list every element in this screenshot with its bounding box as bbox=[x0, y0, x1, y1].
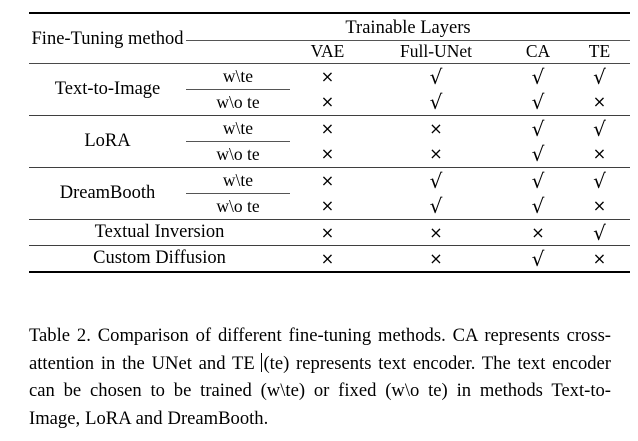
cell-vae: × bbox=[320, 222, 335, 242]
table-row: Textual Inversion × × × √ bbox=[29, 220, 630, 246]
group-separator-rule bbox=[29, 245, 630, 246]
method-label-dreambooth: DreamBooth bbox=[59, 183, 156, 204]
group-separator-rule bbox=[29, 219, 630, 220]
group-separator-rule bbox=[29, 167, 630, 168]
cell-vae: × bbox=[320, 118, 335, 138]
sub-label-with-te: w\te bbox=[186, 116, 290, 142]
cell-ca: √ bbox=[531, 168, 545, 193]
cell-vae: × bbox=[320, 92, 335, 112]
cell-te: × bbox=[592, 144, 607, 164]
cell-full-unet: √ bbox=[429, 64, 443, 89]
sub-label-with-te: w\te bbox=[186, 168, 290, 194]
table-caption: Table 2. Comparison of different fine-tu… bbox=[29, 322, 611, 432]
caption-text-part-2: (te) represents text encoder. The text e… bbox=[29, 352, 612, 429]
cell-ca: √ bbox=[531, 142, 545, 167]
header-bottom-rule bbox=[29, 63, 630, 64]
sub-label-without-te: w\o te bbox=[216, 143, 260, 164]
cell-ca: √ bbox=[531, 116, 545, 141]
sub-label-with-te: w\te bbox=[186, 64, 290, 90]
cell-full-unet: × bbox=[429, 248, 443, 268]
table-row: w\o te × √ √ × bbox=[29, 90, 630, 116]
sub-label-without-te: w\o te bbox=[216, 195, 260, 216]
table-figure: Fine-Tuning method Trainable Layers VAE … bbox=[29, 12, 630, 274]
cell-vae: × bbox=[320, 170, 335, 190]
cell-ca: × bbox=[531, 222, 545, 242]
cell-te: √ bbox=[593, 168, 606, 193]
cell-vae: × bbox=[320, 196, 335, 216]
table-row: Text-to-Image w\te × √ √ √ bbox=[29, 64, 630, 98]
sub-label-without-te: w\o te bbox=[216, 91, 260, 112]
cell-full-unet: × bbox=[429, 144, 443, 164]
header-row-columns: VAE Full-UNet CA TE bbox=[29, 40, 630, 64]
cell-ca: √ bbox=[531, 246, 545, 271]
cell-te: √ bbox=[593, 116, 606, 141]
method-label-custom-diffusion: Custom Diffusion bbox=[93, 248, 226, 269]
cell-te: √ bbox=[593, 220, 606, 245]
header-method-column: Fine-Tuning method bbox=[31, 28, 184, 49]
caption-text-part-1: Table 2. Comparison of different fine-tu… bbox=[29, 325, 611, 374]
method-label-textual-inversion: Textual Inversion bbox=[94, 222, 225, 243]
cell-ca: √ bbox=[531, 64, 545, 89]
cell-full-unet: × bbox=[429, 118, 443, 138]
cell-ca: √ bbox=[531, 194, 545, 219]
table-row: DreamBooth w\te × √ √ √ bbox=[29, 168, 630, 202]
cell-vae: × bbox=[320, 66, 335, 86]
cell-te: × bbox=[592, 248, 607, 268]
cell-ca: √ bbox=[531, 90, 545, 115]
header-row-group: Fine-Tuning method Trainable Layers bbox=[29, 14, 630, 48]
text-cursor-caret bbox=[261, 352, 263, 372]
comparison-table: Fine-Tuning method Trainable Layers VAE … bbox=[29, 12, 630, 274]
group-separator-rule bbox=[29, 115, 630, 116]
table-bottom-rule bbox=[29, 271, 630, 274]
table-row: w\o te × √ √ × bbox=[29, 194, 630, 220]
cell-full-unet: √ bbox=[429, 168, 443, 193]
header-col-ca: CA bbox=[525, 40, 551, 61]
cell-full-unet: √ bbox=[429, 194, 443, 219]
cell-full-unet: √ bbox=[429, 90, 443, 115]
table-row: LoRA w\te × × √ √ bbox=[29, 116, 630, 150]
cell-te: × bbox=[592, 196, 607, 216]
cell-te: √ bbox=[593, 64, 606, 89]
header-col-full-unet: Full-UNet bbox=[400, 40, 472, 61]
method-label-text-to-image: Text-to-Image bbox=[54, 79, 161, 100]
cell-vae: × bbox=[320, 144, 335, 164]
header-col-vae: VAE bbox=[310, 40, 345, 61]
table-row: w\o te × × √ × bbox=[29, 142, 630, 168]
table-row: Custom Diffusion × × √ × bbox=[29, 246, 630, 272]
header-col-te: TE bbox=[588, 40, 611, 61]
header-spacer bbox=[186, 40, 290, 64]
cell-full-unet: × bbox=[429, 222, 443, 242]
header-trainable-layers: Trainable Layers bbox=[186, 14, 630, 41]
cell-vae: × bbox=[320, 248, 335, 268]
cell-te: × bbox=[592, 92, 607, 112]
method-label-lora: LoRA bbox=[84, 131, 131, 152]
